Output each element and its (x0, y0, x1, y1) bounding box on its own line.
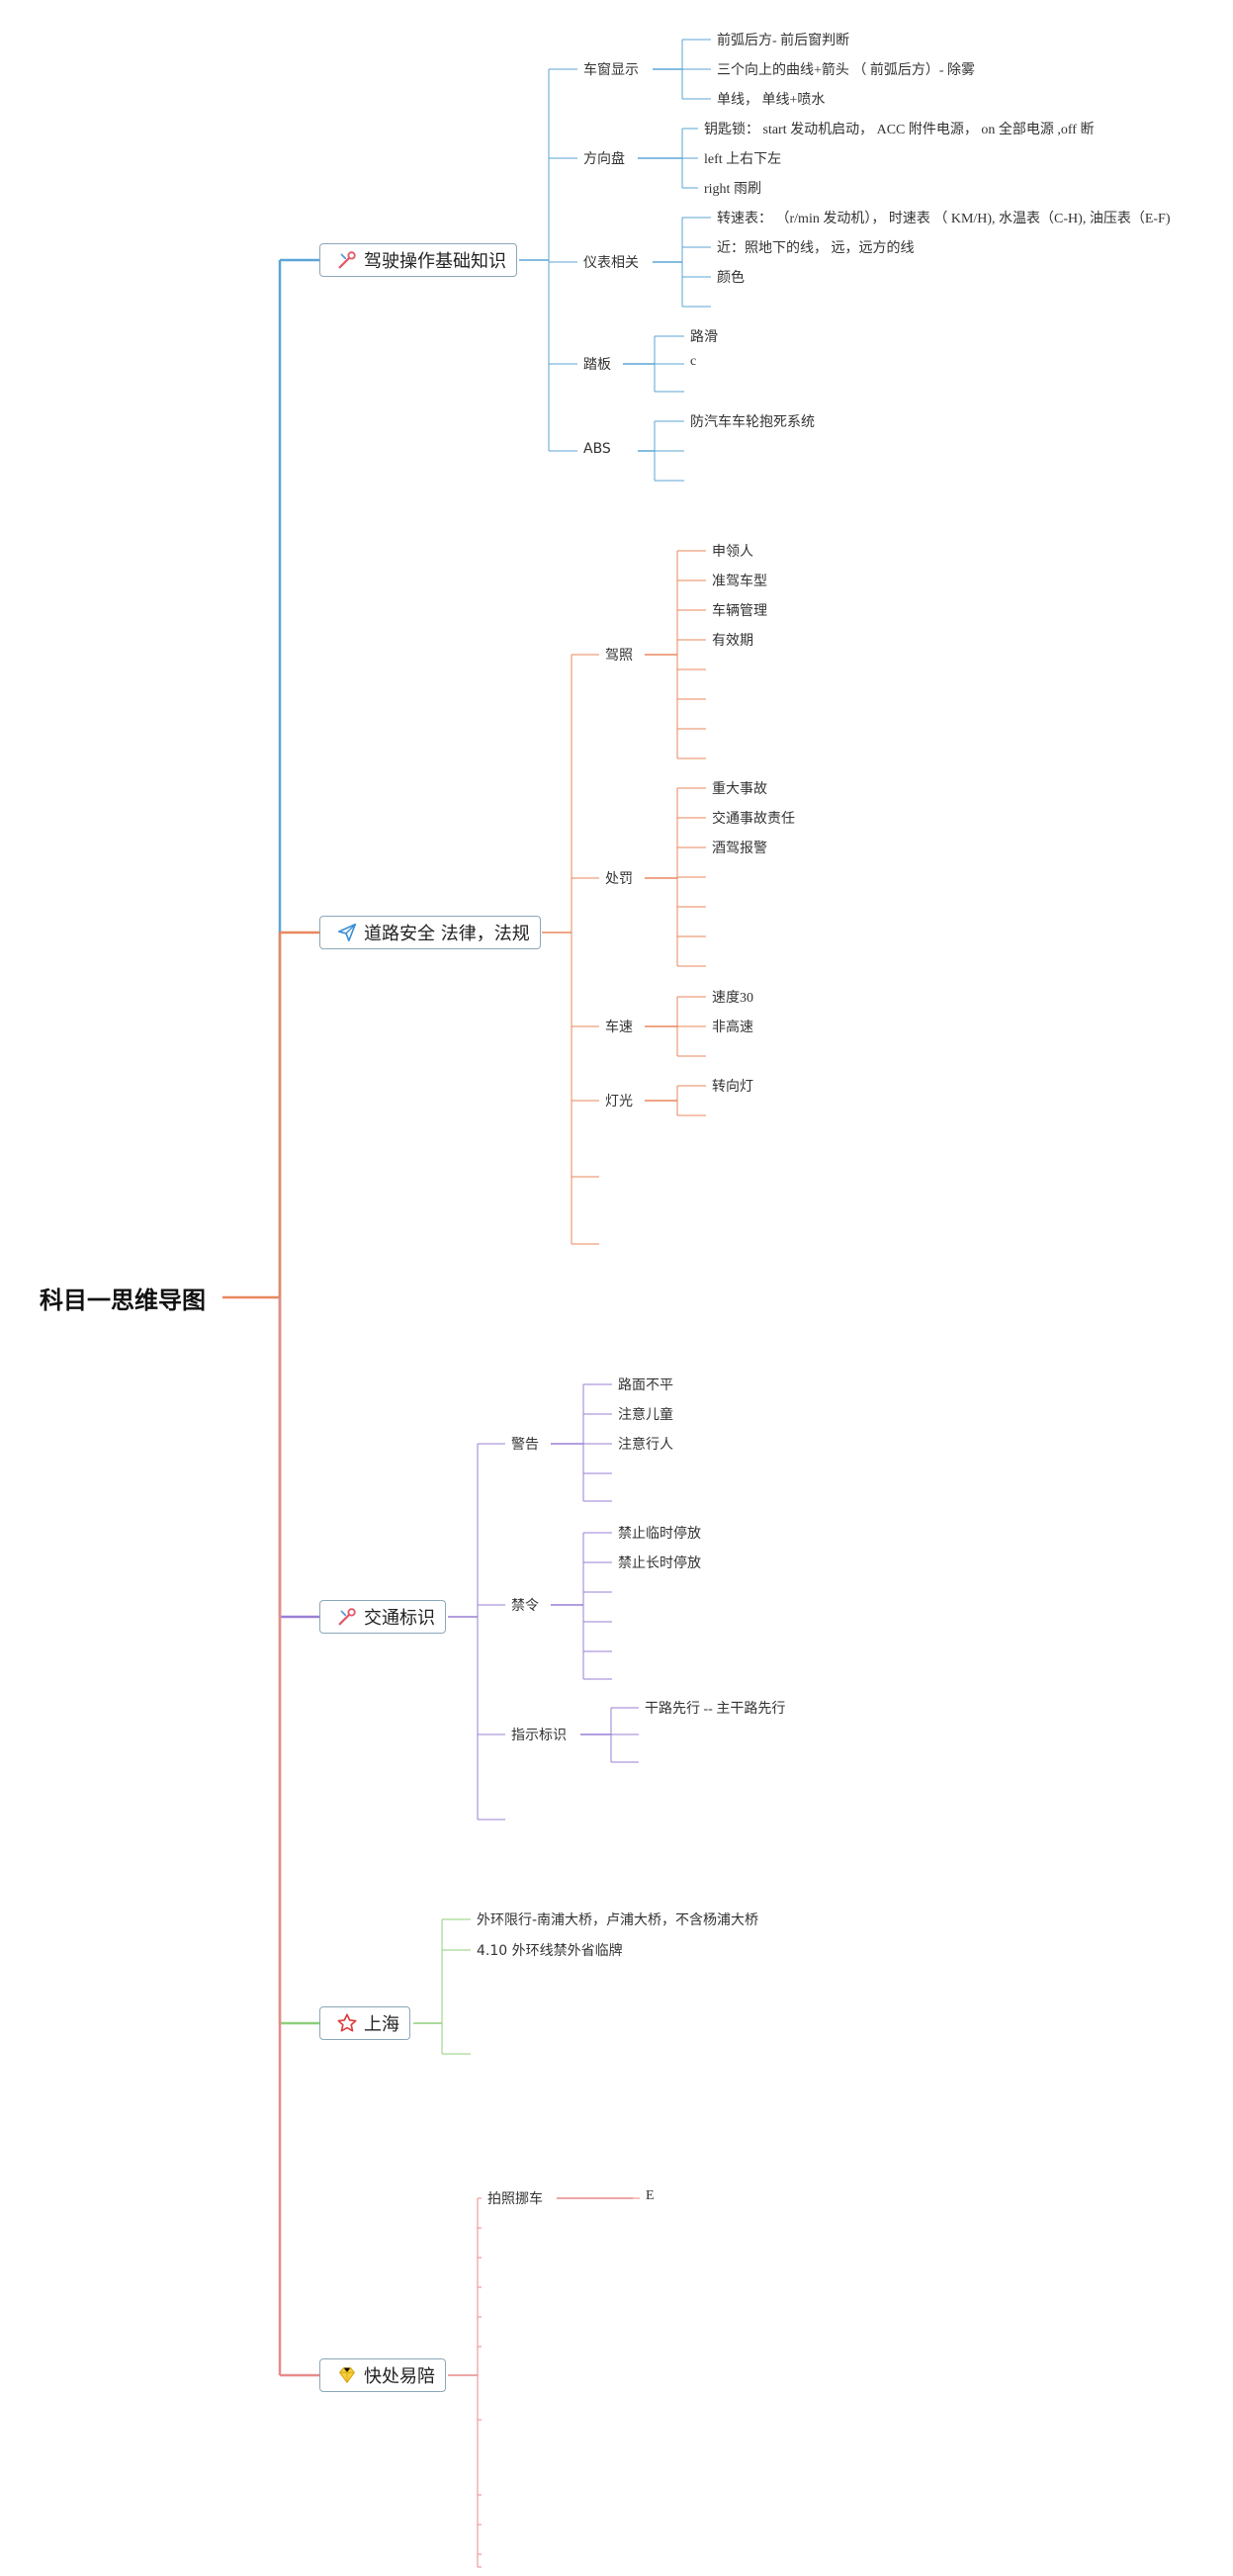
leaf-1-0-2[interactable]: 车辆管理 (712, 604, 767, 619)
branch-label: 道路安全 法律，法规 (364, 924, 530, 944)
topic-1-1[interactable]: 处罚 (605, 871, 633, 887)
leaf-1-1-1[interactable]: 交通事故责任 (712, 812, 795, 827)
topic-0-3[interactable]: 踏板 (583, 357, 611, 373)
topic-2-0[interactable]: 警告 (511, 1437, 539, 1453)
leaf-1-2-1[interactable]: 非高速 (712, 1021, 753, 1035)
leaf-2-0-0[interactable]: 路面不平 (618, 1378, 673, 1393)
leaf-0-2-1[interactable]: 近：照地下的线， 远，远方的线 (717, 241, 915, 256)
branch-label: 交通标识 (364, 1608, 435, 1629)
topic-1-3[interactable]: 灯光 (605, 1094, 633, 1110)
leaf-0-3-0[interactable]: 路滑 (690, 330, 718, 345)
leaf-0-0-1[interactable]: 三个向上的曲线+箭头 （ 前弧后方）- 除雾 (717, 63, 976, 78)
star-icon (336, 2012, 358, 2034)
topic-0-0[interactable]: 车窗显示 (583, 62, 639, 78)
wrench-icon (336, 1606, 358, 1628)
leaf-0-1-0[interactable]: 钥匙锁： start 发动机启动， ACC 附件电源， on 全部电源 ,off… (704, 123, 1095, 137)
leaf-2-0-2[interactable]: 注意行人 (618, 1438, 673, 1453)
leaf-0-1-2[interactable]: right 雨刷 (704, 182, 761, 197)
topic-0-2[interactable]: 仪表相关 (583, 255, 639, 271)
paper-plane-icon (336, 922, 358, 943)
leaf-0-2-2[interactable]: 颜色 (717, 271, 745, 286)
topic-3-1[interactable]: 4.10 外环线禁外省临牌 (477, 1943, 623, 1959)
diamond-icon (336, 2364, 358, 2386)
topic-3-0[interactable]: 外环限行-南浦大桥，卢浦大桥，不含杨浦大桥 (477, 1912, 759, 1928)
topic-1-0[interactable]: 驾照 (605, 648, 633, 664)
leaf-0-1-1[interactable]: left 上右下左 (704, 152, 782, 167)
branch-shanghai[interactable]: 上海 (319, 2006, 410, 2040)
leaf-0-3-1[interactable]: c (690, 354, 697, 369)
leaf-1-0-3[interactable]: 有效期 (712, 634, 753, 649)
leaf-0-2-0[interactable]: 转速表： （r/min 发动机）， 时速表 （ KM/H), 水温表（C-H),… (717, 212, 1171, 226)
leaf-2-0-1[interactable]: 注意儿童 (618, 1408, 673, 1423)
branch-traffic-signs[interactable]: 交通标识 (319, 1600, 446, 1634)
leaf-4-0-0[interactable]: E (646, 2188, 655, 2203)
leaf-0-0-2[interactable]: 单线， 单线+喷水 (717, 93, 826, 108)
leaf-1-1-2[interactable]: 酒驾报警 (712, 842, 767, 856)
leaf-2-1-0[interactable]: 禁止临时停放 (618, 1527, 701, 1542)
topic-2-1[interactable]: 禁令 (511, 1598, 539, 1614)
branch-label: 快处易陪 (364, 2366, 435, 2387)
leaf-1-2-0[interactable]: 速度30 (712, 991, 753, 1006)
wrench-icon (336, 249, 358, 271)
topic-0-4[interactable]: ABS (583, 441, 611, 457)
branch-label: 上海 (364, 2014, 399, 2035)
branch-label: 驾驶操作基础知识 (364, 251, 506, 272)
leaf-1-0-1[interactable]: 准驾车型 (712, 575, 767, 589)
leaf-2-1-1[interactable]: 禁止长时停放 (618, 1556, 701, 1571)
leaf-0-4-0[interactable]: 防汽车车轮抱死系统 (690, 415, 815, 430)
leaf-1-3-0[interactable]: 转向灯 (712, 1080, 753, 1095)
leaf-0-0-0[interactable]: 前弧后方- 前后窗判断 (717, 34, 850, 48)
topic-2-2[interactable]: 指示标识 (511, 1728, 567, 1743)
leaf-1-0-0[interactable]: 申领人 (712, 545, 753, 560)
leaf-1-1-0[interactable]: 重大事故 (712, 782, 767, 797)
root-topic[interactable]: 科目一思维导图 (40, 1287, 206, 1314)
branch-road-safety-law[interactable]: 道路安全 法律，法规 (319, 916, 541, 949)
branch-driving-basics[interactable]: 驾驶操作基础知识 (319, 243, 517, 277)
branch-quick-claims[interactable]: 快处易陪 (319, 2358, 446, 2392)
topic-4-0[interactable]: 拍照挪车 (487, 2191, 543, 2207)
leaf-2-2-0[interactable]: 干路先行 -- 主干路先行 (645, 1702, 786, 1717)
topic-0-1[interactable]: 方向盘 (583, 151, 625, 167)
topic-1-2[interactable]: 车速 (605, 1020, 633, 1035)
